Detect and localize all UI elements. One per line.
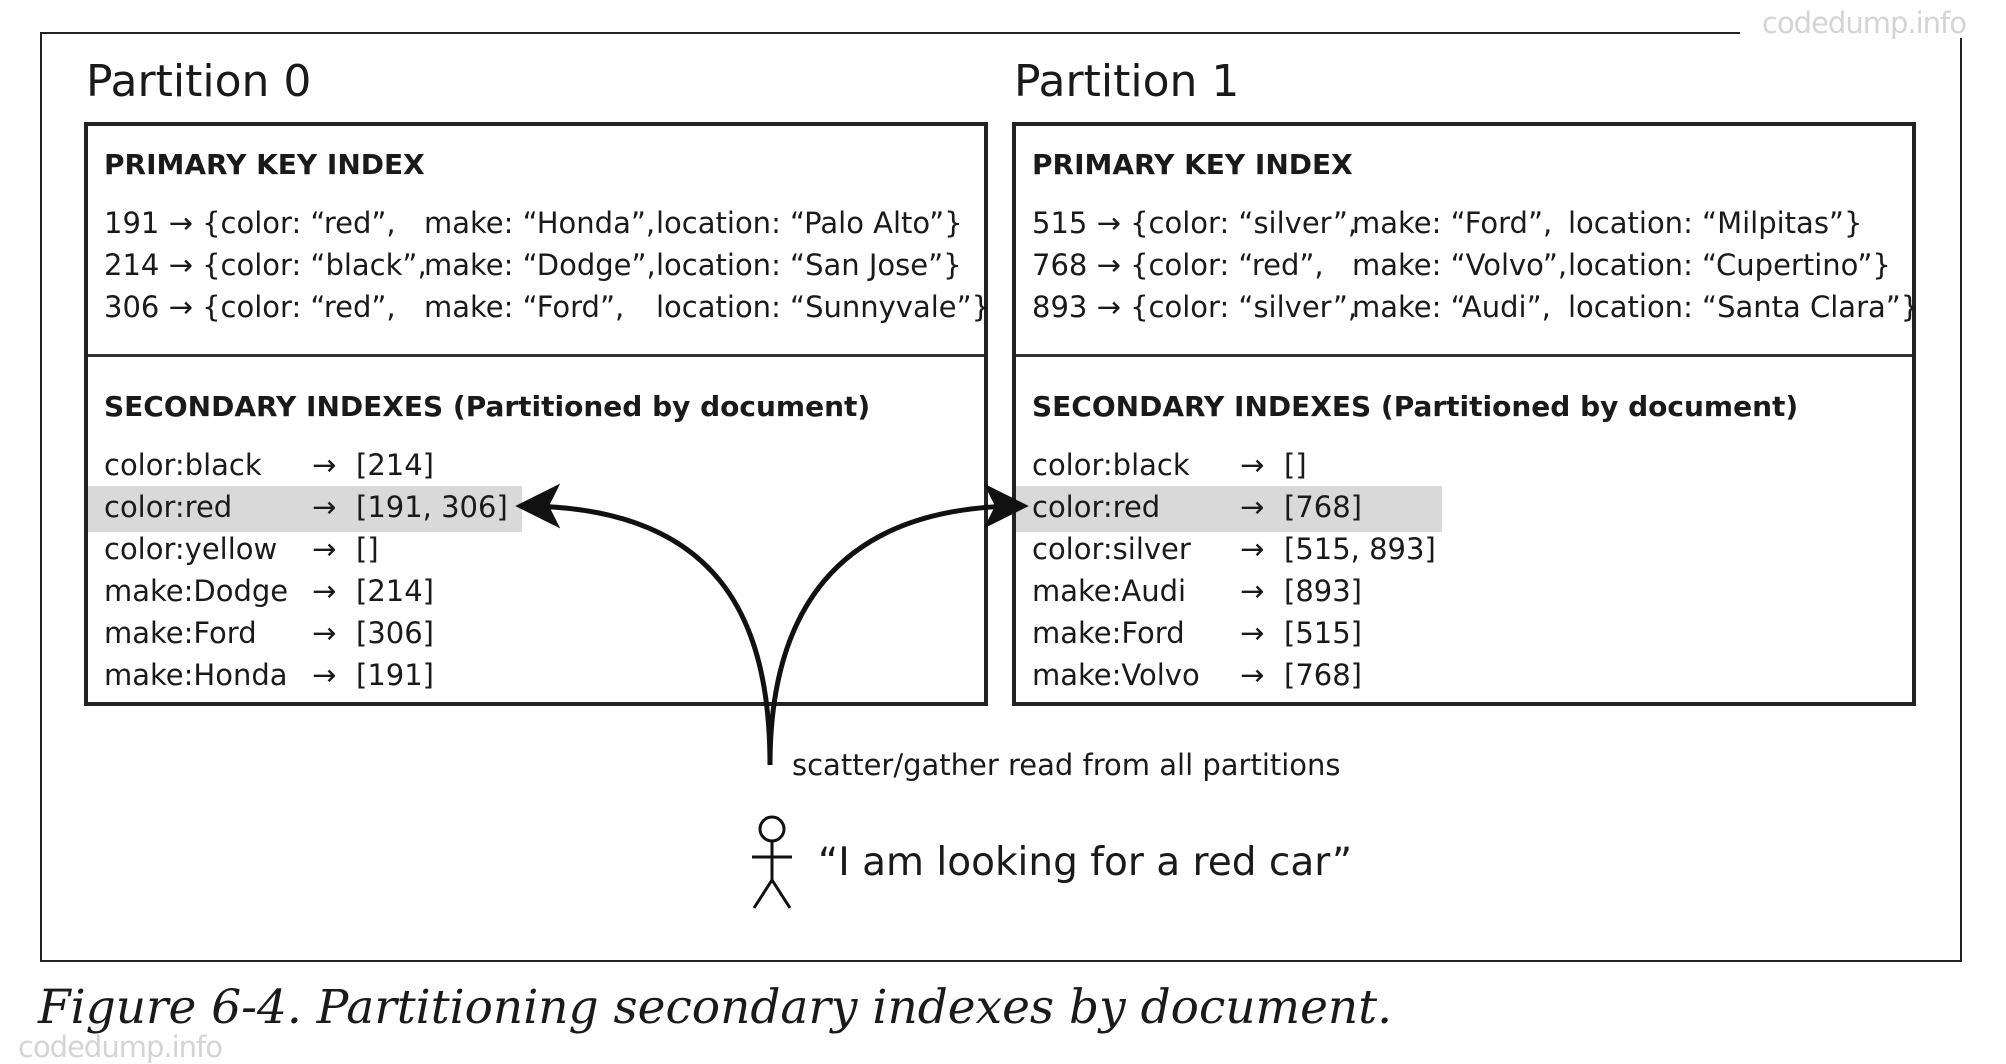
user-quote: “I am looking for a red car” (818, 840, 1353, 885)
arrow-icon: → (312, 448, 337, 482)
primary-make-cell: make: “Audi”, (1352, 290, 1551, 324)
index-ids: [306] (356, 616, 434, 650)
arrow-icon: → (1240, 448, 1265, 482)
primary-key-cell: 306 → {color: “red”, (104, 290, 396, 324)
watermark-bottom: codedump.info (18, 1030, 223, 1064)
primary-make-cell: make: “Honda”, (424, 206, 656, 240)
index-term: color:black (104, 448, 262, 482)
primary-key-cell: 191 → {color: “red”, (104, 206, 396, 240)
watermark-top: codedump.info (1762, 6, 1967, 40)
primary-key-cell: 768 → {color: “red”, (1032, 248, 1324, 282)
primary-location-cell: location: “San Jose”} (656, 248, 962, 282)
arrow-icon: → (1240, 574, 1265, 608)
index-term: make:Ford (1032, 616, 1185, 650)
index-term: make:Audi (1032, 574, 1187, 608)
arrow-icon: → (1240, 532, 1265, 566)
index-term: color:red (104, 490, 233, 524)
scatter-arrow-left (515, 483, 773, 766)
arrow-icon: → (312, 532, 337, 566)
index-term: make:Ford (104, 616, 257, 650)
partition-0-secondary-heading: SECONDARY INDEXES (Partitioned by docume… (104, 390, 871, 423)
index-ids: [214] (356, 448, 434, 482)
primary-key-cell: 893 → {color: “silver”, (1032, 290, 1358, 324)
partition-1-box: PRIMARY KEY INDEX 515 → {color: “silver”… (1012, 122, 1920, 706)
primary-location-cell: location: “Sunnyvale”} (656, 290, 991, 324)
arrow-icon: → (1240, 658, 1265, 692)
index-ids: [515, 893] (1284, 532, 1436, 566)
arrow-icon: → (1240, 490, 1265, 524)
index-term: color:red (1032, 490, 1161, 524)
index-ids: [768] (1284, 490, 1362, 524)
partition-1-divider (1016, 354, 1912, 357)
primary-make-cell: make: “Ford”, (1352, 206, 1553, 240)
index-term: make:Honda (104, 658, 288, 692)
primary-location-cell: location: “Cupertino”} (1568, 248, 1891, 282)
primary-make-cell: make: “Volvo”, (1352, 248, 1568, 282)
figure-frame (40, 32, 1962, 962)
arrow-icon: → (1240, 616, 1265, 650)
index-ids: [191] (356, 658, 434, 692)
primary-location-cell: location: “Palo Alto”} (656, 206, 963, 240)
index-term: color:silver (1032, 532, 1191, 566)
partition-0-divider (88, 354, 984, 357)
arrow-icon: → (312, 574, 337, 608)
index-ids: [515] (1284, 616, 1362, 650)
primary-location-cell: location: “Milpitas”} (1568, 206, 1863, 240)
index-ids: [768] (1284, 658, 1362, 692)
scatter-gather-annotation: scatter/gather read from all partitions (792, 748, 1341, 782)
partition-0-primary-heading: PRIMARY KEY INDEX (104, 148, 425, 181)
primary-key-cell: 214 → {color: “black”, (104, 248, 427, 282)
index-term: make:Dodge (104, 574, 289, 608)
index-term: color:yellow (104, 532, 278, 566)
partition-0-box: PRIMARY KEY INDEX 191 → {color: “red”, m… (84, 122, 991, 706)
highlight-band (1016, 486, 1442, 532)
index-term: make:Volvo (1032, 658, 1200, 692)
figure-caption: Figure 6-4. Partitioning secondary index… (38, 980, 1393, 1035)
index-ids: [214] (356, 574, 434, 608)
index-ids: [191, 306] (356, 490, 508, 524)
arrow-icon: → (312, 490, 337, 524)
partition-1-secondary-heading: SECONDARY INDEXES (Partitioned by docume… (1032, 390, 1799, 423)
scatter-arrow-right (767, 483, 1029, 766)
index-ids: [] (356, 532, 379, 566)
partition-1-title: Partition 1 (1014, 56, 1240, 107)
partition-0-title: Partition 0 (86, 56, 312, 107)
user-stick-figure-icon (752, 815, 792, 909)
primary-make-cell: make: “Ford”, (424, 290, 625, 324)
primary-make-cell: make: “Dodge”, (424, 248, 656, 282)
primary-location-cell: location: “Santa Clara”} (1568, 290, 1920, 324)
primary-key-cell: 515 → {color: “silver”, (1032, 206, 1358, 240)
index-ids: [893] (1284, 574, 1362, 608)
highlight-band (88, 486, 522, 532)
arrow-icon: → (312, 616, 337, 650)
partition-1-primary-heading: PRIMARY KEY INDEX (1032, 148, 1353, 181)
index-ids: [] (1284, 448, 1307, 482)
index-term: color:black (1032, 448, 1190, 482)
arrow-icon: → (312, 658, 337, 692)
frame-gap (1740, 28, 2006, 38)
